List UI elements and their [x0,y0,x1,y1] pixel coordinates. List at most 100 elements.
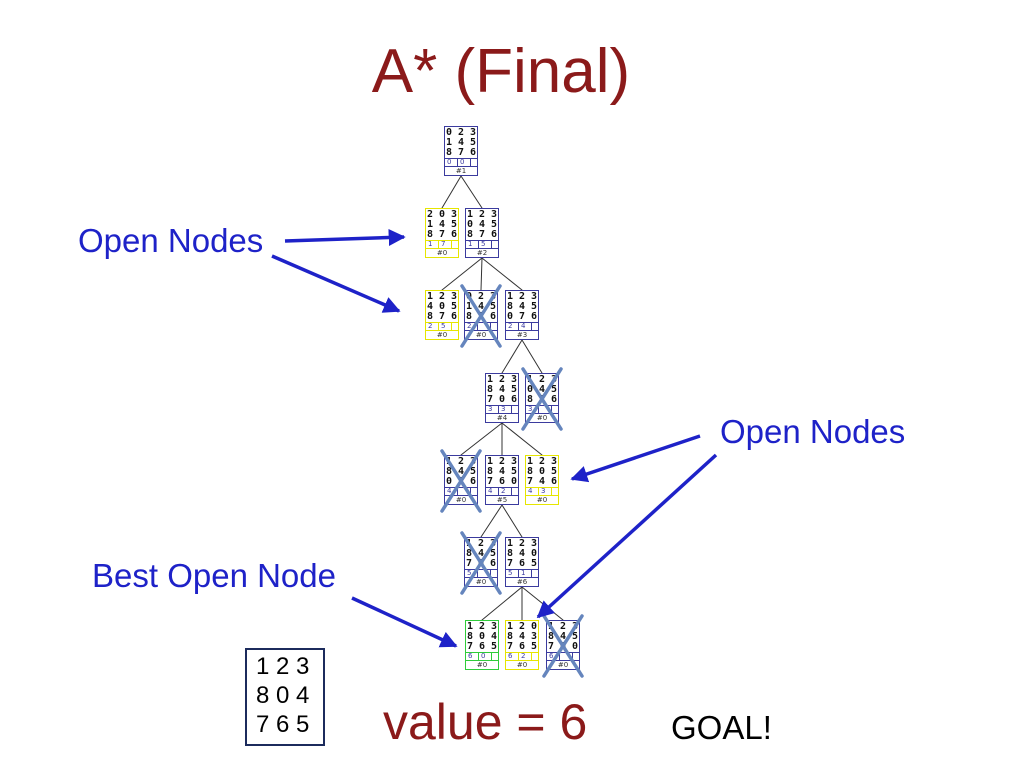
tree-edge [501,504,523,538]
puzzle-row: 8 0 5 [526,466,558,477]
arrow-open-nodes-right-upper [570,434,701,483]
puzzle-row: 8 4 5 [486,466,518,477]
cross-mark-stroke [542,614,584,678]
puzzle-row: 8 4 0 [506,548,538,559]
puzzle-row: 8 4 5 [445,466,477,477]
puzzle-row: 1 2 3 [526,456,558,467]
puzzle-row: 1 2 3 [426,291,458,302]
open-nodes-label-left: Open Nodes [78,222,264,259]
puzzle-row: 8 7 6 [426,229,458,240]
path-cost: 6 [466,653,479,660]
heuristic-value: 2 [519,653,532,660]
best-open-node-label: Best Open Node [92,557,336,594]
arrow-best-open-node [351,596,458,648]
puzzle-row: 8 4 5 [506,301,538,312]
puzzle-row: 8 0 4 [466,631,498,642]
puzzle-row: 7 6 5 [506,558,538,569]
path-cost: 3 [486,406,499,413]
tree-edge [460,422,503,456]
heuristic-value: 5 [439,323,452,330]
tree-edge [501,422,543,456]
heuristic-value: 0 [479,653,492,660]
heuristic-value: 1 [519,570,532,577]
puzzle-row: 0 7 6 [506,311,538,322]
tree-edge [481,257,523,291]
goal-board-row: 1 2 3 [256,653,310,680]
cross-mark-stroke [460,284,502,348]
goal-board: 1 2 3 8 0 4 7 6 5 [245,648,325,746]
puzzle-row: 8 4 5 [465,548,497,559]
path-cost: 2 [426,323,439,330]
puzzle-row: 7 4 6 [526,476,558,487]
heuristic-value [458,488,471,495]
heuristic-value: 3 [499,406,512,413]
heuristic-value [478,323,491,330]
goal-board-row: 7 6 5 [256,711,310,738]
expansion-order-label: #4 [496,414,508,422]
path-cost: 4 [445,488,458,495]
puzzle-row: 1 2 3 [486,374,518,385]
puzzle-row: 8 7 6 [426,311,458,322]
path-cost: 0 [445,159,458,166]
cross-mark-stroke [521,367,563,431]
heuristic-value: 2 [499,488,512,495]
puzzle-row: 4 0 5 [426,301,458,312]
tree-edge [481,586,523,621]
puzzle-row: 1 2 3 [486,456,518,467]
puzzle-row: 8 4 3 [506,631,538,642]
puzzle-row: 1 4 5 [465,301,497,312]
open-nodes-label-right: Open Nodes [720,413,906,450]
tree-edge [441,175,462,209]
path-cost: 1 [426,241,439,248]
expansion-order-label: #0 [516,661,528,669]
cost-row: 2 [465,322,497,331]
heuristic-value [478,570,491,577]
puzzle-row: 7 6 5 [506,641,538,652]
expansion-order-label: #1 [455,167,467,175]
puzzle-row: 1 2 3 [506,291,538,302]
puzzle-row: 2 0 3 [426,209,458,220]
puzzle-row: 8 7 6 [466,229,498,240]
expansion-order-label: #6 [516,578,528,586]
puzzle-row: 0 4 5 [526,384,558,395]
puzzle-row: 1 4 5 [445,137,477,148]
cost-row: 6 [547,652,579,661]
puzzle-row: 7 0 6 [486,394,518,405]
slide-title: A* (Final) [371,37,631,106]
tree-edge [501,339,523,374]
path-cost: 5 [465,570,478,577]
goal-text: GOAL! [671,709,772,746]
heuristic-value: 7 [439,241,452,248]
puzzle-row: 8 7 6 [445,147,477,158]
path-cost: 5 [506,570,519,577]
expansion-order-label: #0 [436,249,448,257]
expansion-order-label: #0 [436,331,448,339]
cost-row: 3 [526,405,558,414]
puzzle-row: 1 2 0 [506,621,538,632]
arrow-open-nodes-right-lower [536,453,718,619]
puzzle-row: 1 2 3 [506,538,538,549]
expansion-order-label: #0 [536,414,548,422]
